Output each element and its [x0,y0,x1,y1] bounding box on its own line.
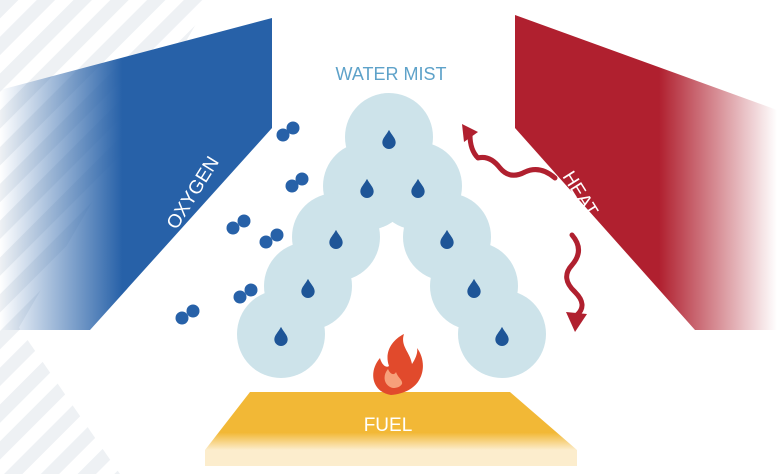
wavy-arrow-icon [462,124,558,181]
wavy-arrow-icon [564,232,587,332]
oxygen-molecule-icon [175,304,200,325]
oxygen-molecule-icon [259,228,284,249]
oxygen-molecule-icon [285,172,309,193]
water-mist-label: WATER MIST [336,64,447,84]
oxygen-molecule-icon [226,214,251,235]
oxygen-molecule-icon [233,283,258,304]
heat-band: HEAT [515,15,777,330]
oxygen-molecule-icon [276,121,300,142]
oxygen-molecules [175,121,309,325]
fuel-plate: FUEL [205,392,577,466]
heat-arrows [462,124,587,332]
fuel-label: FUEL [364,415,413,436]
flame-icon [373,334,423,395]
